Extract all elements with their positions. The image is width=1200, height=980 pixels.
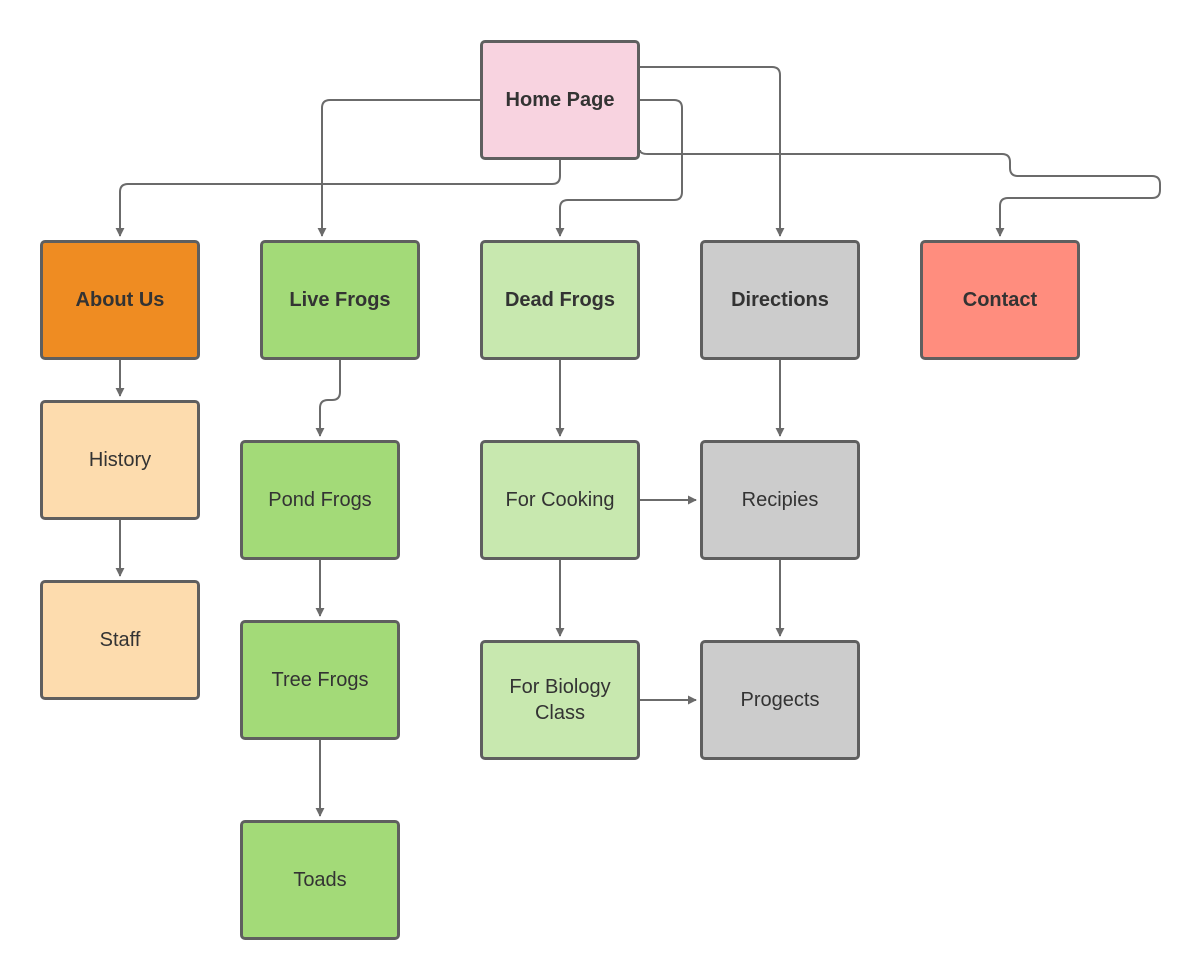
node-label: For Cooking — [505, 489, 615, 511]
node-contact[interactable]: Contact — [920, 240, 1080, 360]
node-directions[interactable]: Directions — [700, 240, 860, 360]
node-label: Progects — [740, 689, 820, 711]
node-recipies[interactable]: Recipies — [700, 440, 860, 560]
node-label: Pond Frogs — [268, 489, 372, 511]
node-home-page[interactable]: Home Page — [480, 40, 640, 160]
node-label: History — [88, 449, 152, 471]
node-label: Recipies — [741, 489, 819, 511]
node-dead-frogs[interactable]: Dead Frogs — [480, 240, 640, 360]
node-label: About Us — [75, 289, 165, 311]
node-label: Contact — [962, 289, 1038, 311]
connector-live-to-pond — [315, 360, 341, 437]
connector-home-to-about — [115, 160, 561, 237]
node-live-frogs[interactable]: Live Frogs — [260, 240, 420, 360]
node-label: Live Frogs — [289, 289, 391, 311]
node-for-biology-class[interactable]: For Biology Class — [480, 640, 640, 760]
node-about-us[interactable]: About Us — [40, 240, 200, 360]
node-for-cooking[interactable]: For Cooking — [480, 440, 640, 560]
node-tree-frogs[interactable]: Tree Frogs — [240, 620, 400, 740]
node-toads[interactable]: Toads — [240, 820, 400, 940]
connector-home-to-dead — [555, 99, 683, 237]
node-history[interactable]: History — [40, 400, 200, 520]
node-progects[interactable]: Progects — [700, 640, 860, 760]
node-label: Dead Frogs — [504, 289, 616, 311]
node-label: Staff — [99, 629, 141, 651]
node-label: Tree Frogs — [271, 669, 369, 691]
connector-home-to-directions — [640, 66, 785, 237]
node-label: Directions — [731, 289, 829, 311]
connector-home-to-contact — [639, 149, 1161, 237]
node-label: Home Page — [505, 89, 615, 111]
node-label: For Biology Class — [509, 676, 611, 724]
node-staff[interactable]: Staff — [40, 580, 200, 700]
node-pond-frogs[interactable]: Pond Frogs — [240, 440, 400, 560]
node-label: Toads — [293, 869, 347, 891]
connector-home-to-live — [317, 99, 480, 237]
